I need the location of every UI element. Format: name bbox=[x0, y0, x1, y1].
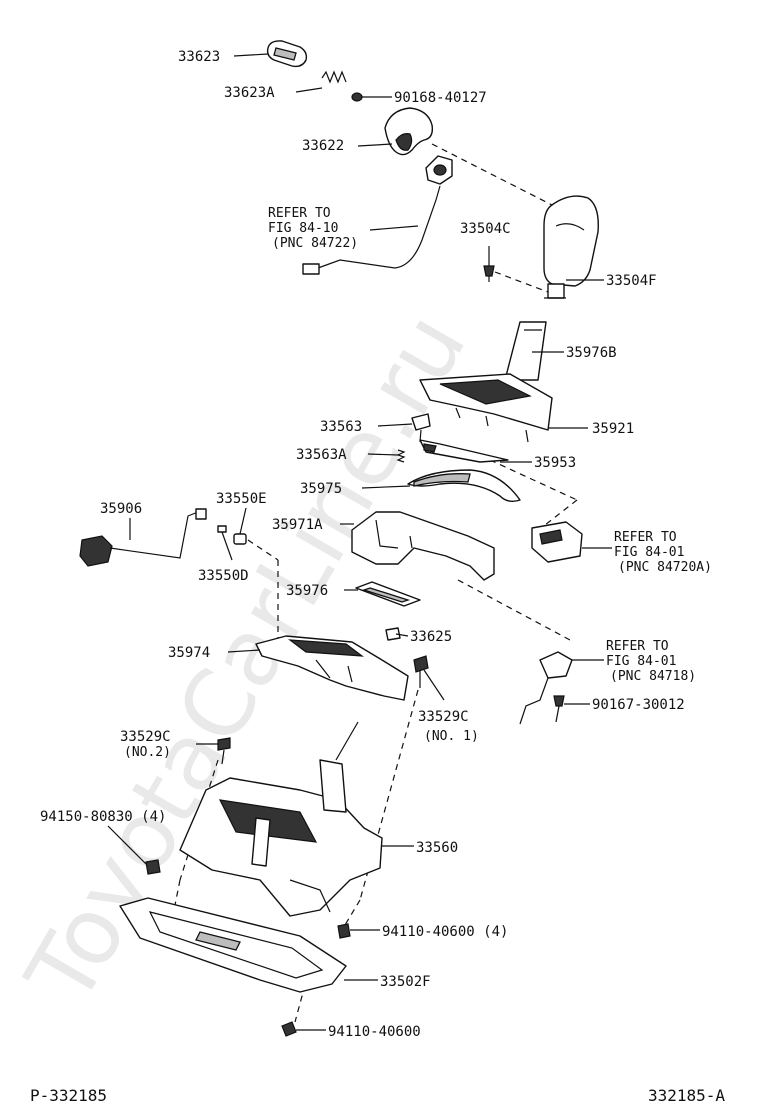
part-35953-indicator[interactable] bbox=[419, 439, 509, 463]
part-33504C-screw[interactable] bbox=[483, 265, 495, 282]
label-refer1-line2: FIG 84-10 bbox=[268, 221, 338, 236]
part-94150-nut[interactable] bbox=[145, 859, 161, 875]
part-35906-cable[interactable] bbox=[79, 508, 207, 567]
label-33529C-no1-sub: (NO. 1) bbox=[424, 729, 479, 744]
part-33560-shift-lever-assembly[interactable] bbox=[179, 721, 383, 917]
label-35975: 35975 bbox=[300, 481, 342, 497]
label-33504C: 33504C bbox=[460, 221, 511, 237]
label-33529C-no2-sub: (NO.2) bbox=[124, 745, 171, 760]
part-90168-screw[interactable] bbox=[351, 92, 363, 102]
label-35974: 35974 bbox=[168, 645, 210, 661]
label-35953: 35953 bbox=[534, 455, 576, 471]
part-33529C-no1-bolt[interactable] bbox=[413, 655, 429, 688]
part-94110-4-nut[interactable] bbox=[337, 923, 351, 939]
part-33550D-pin[interactable] bbox=[217, 525, 227, 533]
label-94110-40600-4: 94110-40600 (4) bbox=[382, 924, 508, 940]
part-35976-plate[interactable] bbox=[355, 581, 421, 607]
label-refer1-line3: (PNC 84722) bbox=[272, 236, 358, 251]
label-33529C-no1: 33529C bbox=[418, 709, 469, 725]
part-35975-slide-plate[interactable] bbox=[407, 469, 521, 503]
part-connector-84718[interactable] bbox=[519, 651, 573, 725]
label-33623A: 33623A bbox=[224, 85, 275, 101]
label-33622: 33622 bbox=[302, 138, 344, 154]
label-90168-40127: 90168-40127 bbox=[394, 90, 487, 106]
label-35976B: 35976B bbox=[566, 345, 617, 361]
label-33529C-no2: 33529C bbox=[120, 729, 171, 745]
part-33502F-base-plate[interactable] bbox=[119, 897, 347, 993]
label-refer2-line1: REFER TO bbox=[614, 530, 677, 545]
label-33560: 33560 bbox=[416, 840, 458, 856]
part-33625-clip[interactable] bbox=[385, 627, 401, 641]
label-33550E: 33550E bbox=[216, 491, 267, 507]
part-33504F-shift-knob[interactable] bbox=[543, 195, 599, 299]
label-refer1-line1: REFER TO bbox=[268, 206, 331, 221]
footer-right-code: 332185-A bbox=[648, 1086, 725, 1105]
part-connector-84720A[interactable] bbox=[531, 521, 583, 563]
label-35921: 35921 bbox=[592, 421, 634, 437]
label-refer3-line3: (PNC 84718) bbox=[610, 669, 696, 684]
label-refer3-line2: FIG 84-01 bbox=[606, 654, 676, 669]
label-94110-40600: 94110-40600 bbox=[328, 1024, 421, 1040]
label-refer2-line3: (PNC 84720A) bbox=[618, 560, 712, 575]
leader-lines bbox=[107, 53, 612, 1031]
part-33622-knob-cover[interactable] bbox=[384, 107, 434, 156]
label-33563: 33563 bbox=[320, 419, 362, 435]
label-33563A: 33563A bbox=[296, 447, 347, 463]
part-33623-button[interactable] bbox=[266, 40, 308, 68]
part-33550E-cap[interactable] bbox=[233, 533, 247, 545]
label-33550D: 33550D bbox=[198, 568, 249, 584]
part-33529C-no2-bolt[interactable] bbox=[217, 737, 231, 765]
footer-left-code: P-332185 bbox=[30, 1086, 107, 1105]
label-33623: 33623 bbox=[178, 49, 220, 65]
label-refer3-line1: REFER TO bbox=[606, 639, 669, 654]
part-33563A-spring[interactable] bbox=[396, 449, 406, 463]
part-35976B-boot[interactable] bbox=[504, 321, 547, 381]
label-33504F: 33504F bbox=[606, 273, 657, 289]
label-33625: 33625 bbox=[410, 629, 452, 645]
part-35921-upper-panel[interactable] bbox=[419, 373, 553, 443]
label-35971A: 35971A bbox=[272, 517, 323, 533]
part-35974-housing[interactable] bbox=[255, 635, 409, 701]
label-refer2-line2: FIG 84-01 bbox=[614, 545, 684, 560]
part-33623A-spring[interactable] bbox=[321, 70, 347, 84]
label-94150-80830: 94150-80830 (4) bbox=[40, 809, 166, 825]
label-35976: 35976 bbox=[286, 583, 328, 599]
part-35971A-housing[interactable] bbox=[351, 511, 495, 581]
part-94110-nut[interactable] bbox=[281, 1021, 297, 1037]
watermark: ToyotaCarLine.ru bbox=[6, 296, 487, 1022]
label-33502F: 33502F bbox=[380, 974, 431, 990]
part-shift-switch-wire[interactable] bbox=[302, 155, 453, 275]
part-90167-screw[interactable] bbox=[553, 695, 565, 723]
label-35906: 35906 bbox=[100, 501, 142, 517]
label-90167-30012: 90167-30012 bbox=[592, 697, 685, 713]
